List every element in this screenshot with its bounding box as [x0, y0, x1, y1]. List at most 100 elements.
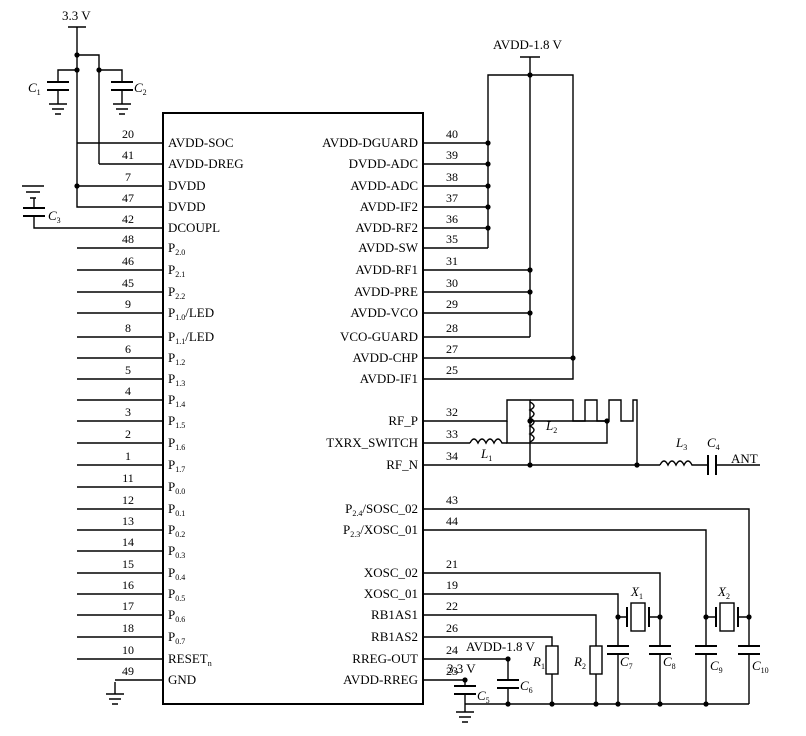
left-pin-number: 16	[122, 578, 134, 592]
right-pin-label: AVDD-ADC	[350, 178, 418, 193]
left-pin-number: 9	[125, 297, 131, 311]
left-pin-label: P1.0/LED	[168, 305, 214, 322]
avdd18-rail: AVDD-1.8 V	[423, 37, 576, 380]
right-pin-number: 32	[446, 405, 458, 419]
left-pin-number: 20	[122, 127, 134, 141]
oscillator-network: X2 C9 C10 X1 C7 C8 R2 R1 AVDD-1.8 V	[423, 508, 769, 723]
right-pin-label: RF_P	[388, 413, 418, 428]
right-pin-number: 21	[446, 557, 458, 571]
left-pin-label: P0.2	[168, 522, 185, 539]
left-pin-number: 15	[122, 557, 134, 571]
right-pin-number: 34	[446, 449, 458, 463]
antenna-label: ANT	[731, 451, 758, 466]
right-pin-label: XOSC_02	[364, 565, 418, 580]
left-pin-label: P0.7	[168, 629, 185, 646]
right-pin-label: P2.4/SOSC_02	[345, 501, 418, 518]
label-c7: C7	[620, 654, 633, 671]
label-c5: C5	[477, 688, 490, 705]
right-pin-number: 40	[446, 127, 458, 141]
right-pin-group: 40AVDD-DGUARD39DVDD-ADC38AVDD-ADC37AVDD-…	[322, 127, 458, 687]
left-pin-label: P1.5	[168, 413, 185, 430]
left-pin-label: P0.0	[168, 479, 185, 496]
right-pin-number: 33	[446, 427, 458, 441]
label-x2: X2	[717, 584, 730, 601]
label-c9: C9	[710, 658, 723, 675]
right-pin-number: 36	[446, 212, 458, 226]
left-pin-label: P0.5	[168, 586, 185, 603]
supply-label-avdd18: AVDD-1.8 V	[493, 37, 562, 52]
left-pin-number: 2	[125, 427, 131, 441]
right-pin-label: AVDD-SW	[358, 240, 418, 255]
label-c8: C8	[663, 654, 676, 671]
left-pin-number: 8	[125, 321, 131, 335]
left-pin-label: P1.7	[168, 457, 185, 474]
left-pin-number: 5	[125, 363, 131, 377]
right-pin-label: TXRX_SWITCH	[326, 435, 418, 450]
label-c3: C3	[48, 208, 61, 225]
right-pin-label: AVDD-RF1	[355, 262, 418, 277]
right-pin-label: AVDD-IF2	[360, 199, 418, 214]
left-pin-number: 14	[122, 535, 134, 549]
left-pin-label: P0.4	[168, 565, 185, 582]
left-pin-label: P1.4	[168, 392, 185, 409]
left-pin-number: 4	[125, 384, 131, 398]
label-c2: C2	[134, 80, 147, 97]
left-pin-group: 20AVDD-SOC41AVDD-DREG7DVDD47DVDD42DCOUPL…	[77, 127, 244, 687]
right-pin-number: 39	[446, 148, 458, 162]
right-pin-number: 28	[446, 321, 458, 335]
left-pin-label: DVDD	[168, 178, 206, 193]
right-pin-number: 25	[446, 363, 458, 377]
right-pin-label: AVDD-VCO	[350, 305, 418, 320]
right-pin-label: RF_N	[386, 457, 418, 472]
right-pin-number: 35	[446, 232, 458, 246]
label-r2: R2	[573, 654, 586, 671]
right-pin-label: AVDD-DGUARD	[322, 135, 418, 150]
left-pin-number: 48	[122, 232, 134, 246]
left-pin-label: P1.1/LED	[168, 329, 214, 346]
left-pin-label: P1.6	[168, 435, 185, 452]
left-pin-number: 49	[122, 664, 134, 678]
label-c10: C10	[752, 658, 769, 675]
left-pin-number: 45	[122, 276, 134, 290]
left-pin-number: 3	[125, 405, 131, 419]
left-pin-label: P1.2	[168, 350, 185, 367]
right-pin-label: VCO-GUARD	[340, 329, 418, 344]
left-pin-number: 12	[122, 493, 134, 507]
right-pin-number: 19	[446, 578, 458, 592]
label-r1: R1	[532, 654, 545, 671]
left-pin-label: P2.1	[168, 262, 185, 279]
right-pin-label: RB1AS1	[371, 607, 418, 622]
right-pin-label: AVDD-RF2	[355, 220, 418, 235]
label-l3: L3	[675, 435, 687, 452]
rf-matching-network: L2 L1 L3 C4 ANT	[423, 399, 760, 475]
left-pin-number: 17	[122, 599, 134, 613]
right-pin-number: 24	[446, 643, 458, 657]
right-pin-label: RB1AS2	[371, 629, 418, 644]
right-pin-number: 37	[446, 191, 458, 205]
right-pin-label: AVDD-PRE	[354, 284, 418, 299]
left-pin-number: 7	[125, 170, 131, 184]
right-pin-label: XOSC_01	[364, 586, 418, 601]
label-x1: X1	[630, 584, 643, 601]
right-pin-label: P2.3/XOSC_01	[343, 522, 418, 539]
right-pin-label: AVDD-IF1	[360, 371, 418, 386]
left-pin-number: 11	[122, 471, 134, 485]
right-pin-number: 29	[446, 297, 458, 311]
left-pin-label: GND	[168, 672, 196, 687]
left-pin-number: 1	[125, 449, 131, 463]
supply-label-3v3-small: 3.3 V	[447, 661, 476, 676]
right-pin-number: 43	[446, 493, 458, 507]
right-pin-number: 38	[446, 170, 458, 184]
left-pin-number: 13	[122, 514, 134, 528]
left-pin-label: P0.1	[168, 501, 185, 518]
left-pin-number: 47	[122, 191, 134, 205]
left-pin-number: 10	[122, 643, 134, 657]
label-l2: L2	[545, 418, 557, 435]
power-3v3-network: 3.3 V C1 C2	[28, 8, 163, 208]
left-pin-number: 42	[122, 212, 134, 226]
right-pin-number: 44	[446, 514, 458, 528]
left-pin-label: AVDD-DREG	[168, 156, 244, 171]
left-pin-number: 6	[125, 342, 131, 356]
ic-body	[162, 112, 424, 705]
